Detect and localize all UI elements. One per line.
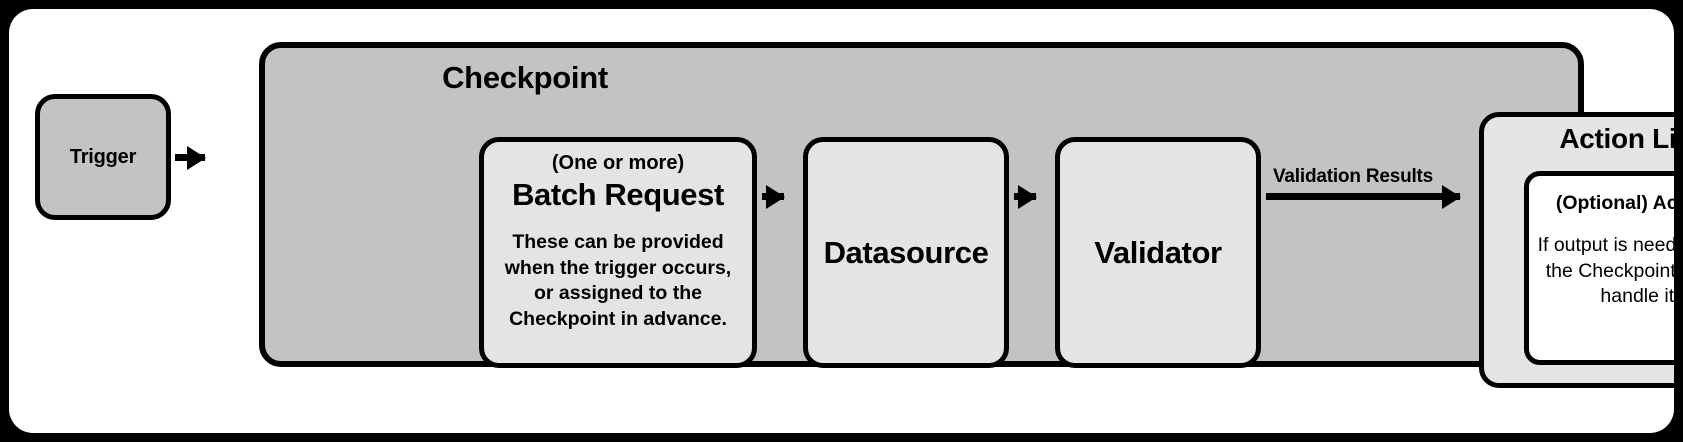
action-list-title: Action List [1559, 123, 1674, 154]
optional-actions-node[interactable]: (Optional) Actions If output is needed f… [1524, 171, 1674, 365]
arrow-batch-request-to-datasource [762, 193, 784, 200]
batch-request-eyebrow: (One or more) [551, 152, 685, 174]
diagram-canvas: Trigger Checkpoint (One or more) Batch R… [9, 9, 1674, 433]
validator-title: Validator [1094, 234, 1222, 270]
optional-actions-description: If output is needed from the Checkpoint,… [1537, 234, 1674, 308]
datasource-title: Datasource [823, 234, 989, 270]
arrow-datasource-to-validator [1014, 193, 1036, 200]
trigger-node[interactable]: Trigger [35, 94, 171, 220]
checkpoint-container[interactable]: Checkpoint (One or more) Batch Request T… [259, 42, 1674, 388]
batch-request-node[interactable]: (One or more) Batch Request These can be… [479, 137, 757, 368]
arrow-trigger-to-batch-request [175, 154, 205, 161]
batch-request-title: Batch Request [512, 177, 724, 212]
optional-actions-eyebrow: (Optional) Actions [1555, 192, 1674, 214]
batch-request-description: These can be provided when the trigger o… [504, 230, 732, 331]
trigger-label: Trigger [69, 145, 137, 168]
validation-results-label: Validation Results [1273, 166, 1434, 187]
action-list-panel[interactable]: Action List (Optional) Actions If output… [1479, 112, 1674, 388]
arrow-validator-to-action-list [1266, 193, 1460, 200]
datasource-node[interactable]: Datasource [803, 137, 1009, 368]
checkpoint-title: Checkpoint [442, 60, 608, 95]
validator-node[interactable]: Validator [1055, 137, 1261, 368]
